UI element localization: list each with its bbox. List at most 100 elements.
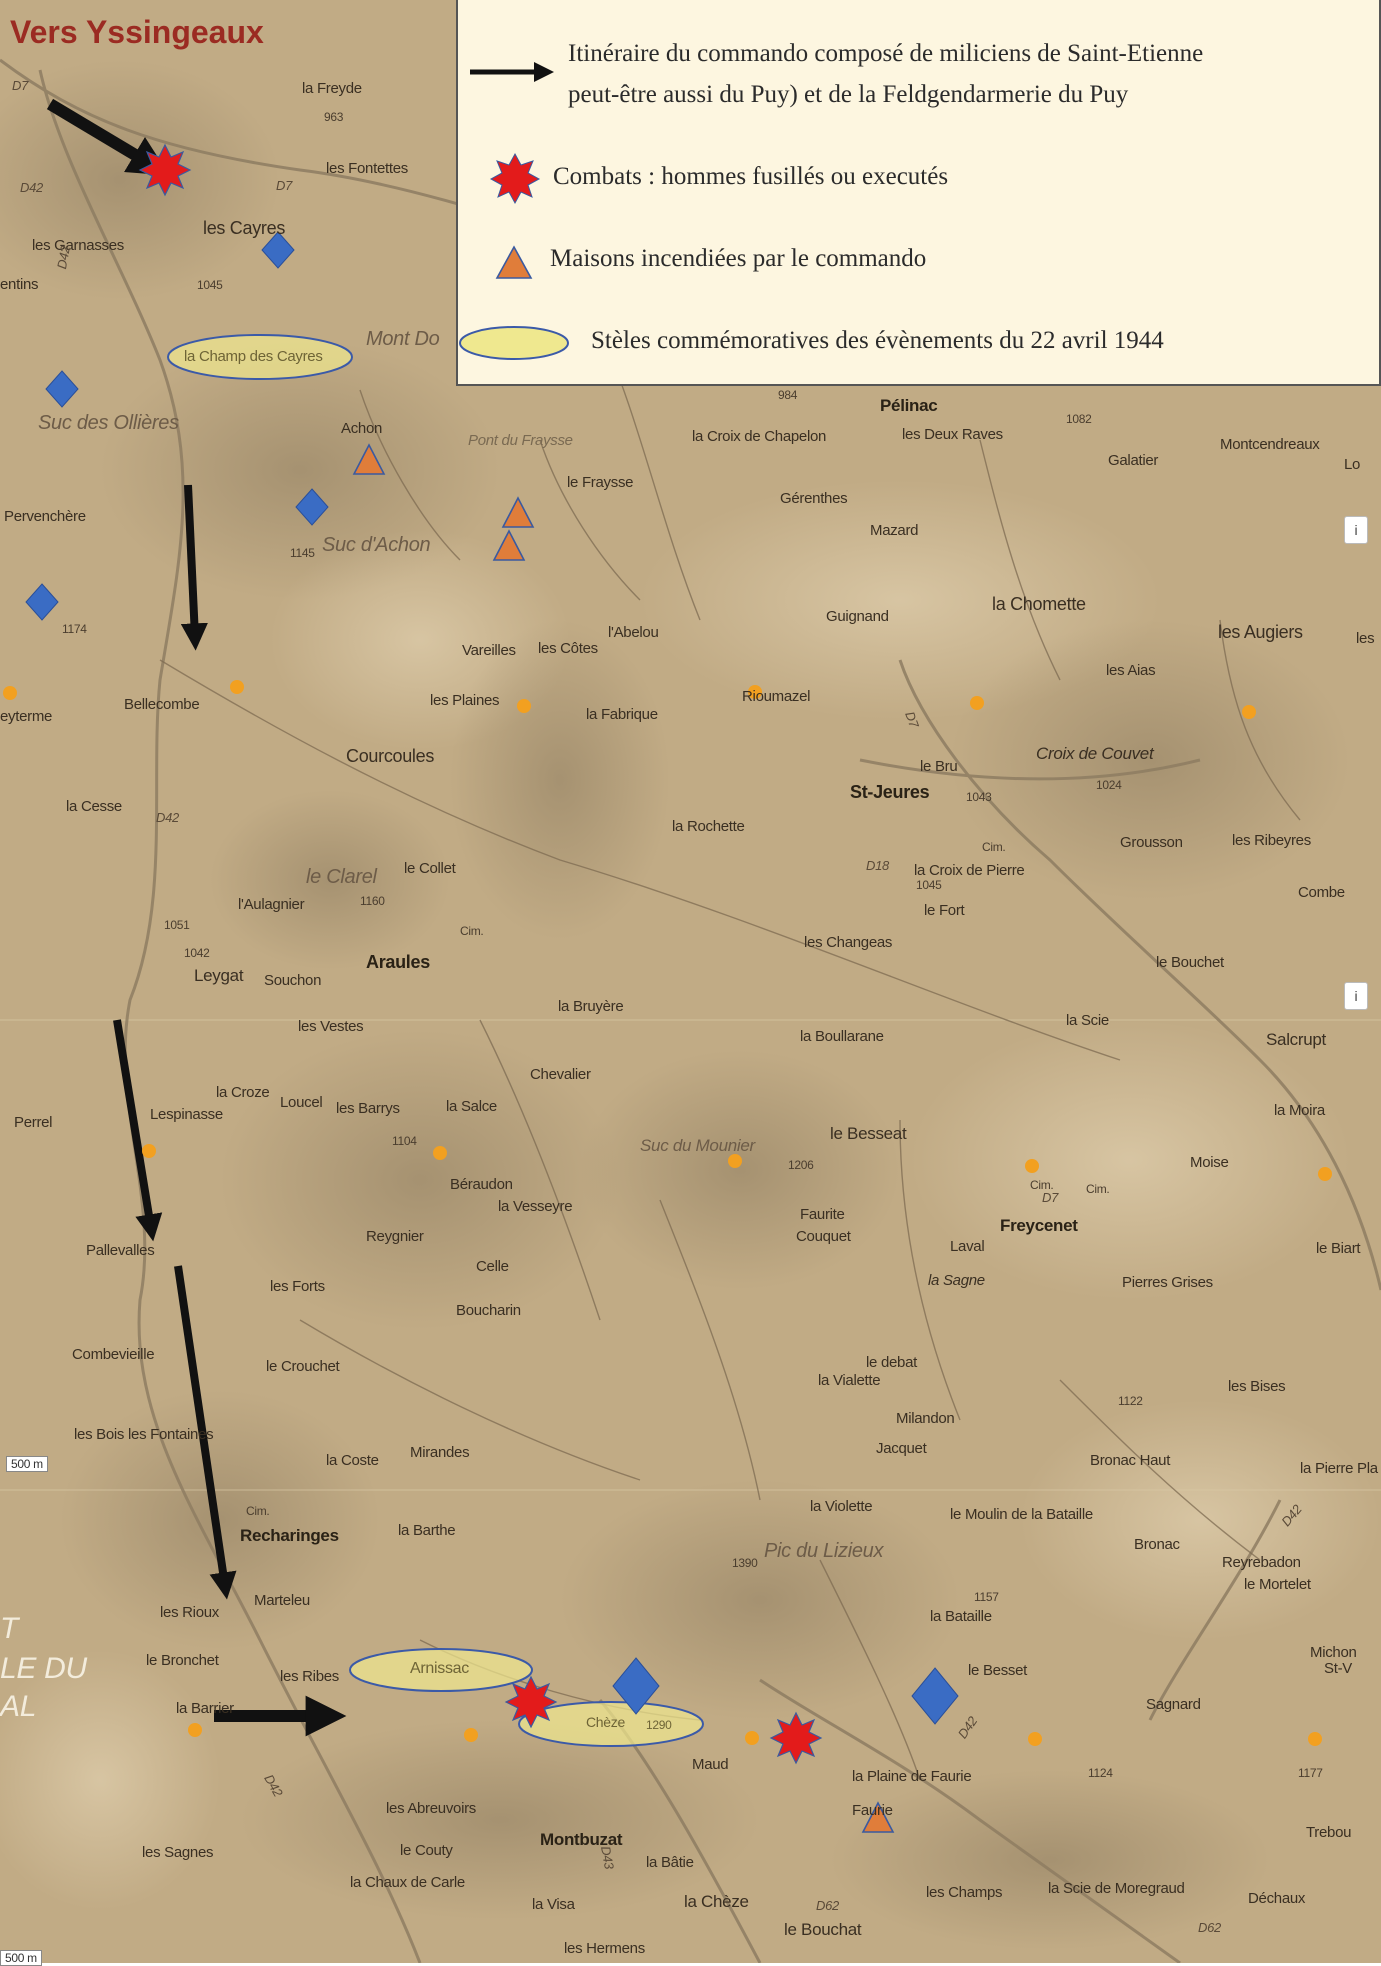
place-label: Lo xyxy=(1344,456,1361,473)
place-label: Recharinges xyxy=(240,1526,339,1545)
burned-house-triangle[interactable] xyxy=(492,529,526,561)
place-label: la Visa xyxy=(532,1896,575,1913)
place-label: Araules xyxy=(366,952,430,972)
place-label: Courcoules xyxy=(346,746,435,766)
place-label: la Moira xyxy=(1274,1102,1325,1119)
place-label: Souchon xyxy=(264,972,322,989)
place-label: le Bronchet xyxy=(146,1652,219,1669)
place-label: les Sagnes xyxy=(142,1844,214,1861)
terrain-shading xyxy=(0,60,1380,1950)
legend-steles-text: Stèles commémoratives des évènements du … xyxy=(591,327,1164,354)
blue-diamond[interactable] xyxy=(261,231,295,269)
stele-arnissac[interactable] xyxy=(349,1648,533,1692)
blue-diamond[interactable] xyxy=(911,1667,959,1725)
place-label: l'Abelou xyxy=(608,624,659,641)
place-label: la Bruyère xyxy=(558,998,624,1015)
burned-house-triangle[interactable] xyxy=(352,443,386,475)
place-label: Perrel xyxy=(14,1114,53,1131)
orange-dot xyxy=(142,1144,156,1158)
info-button[interactable]: i xyxy=(1344,982,1368,1010)
place-label: Boucharin xyxy=(456,1302,521,1319)
route-arrow-3 xyxy=(113,1019,163,1242)
place-label: les Plaines xyxy=(430,692,500,709)
place-label: Salcrupt xyxy=(1266,1030,1326,1049)
place-label: l'Aulagnier xyxy=(238,896,305,913)
elevation-label: 1024 xyxy=(1096,778,1122,792)
elevation-label: 1122 xyxy=(1118,1394,1143,1408)
elevation-label: 1045 xyxy=(916,878,942,892)
place-label: la Sagne xyxy=(928,1272,985,1289)
fight-star[interactable] xyxy=(504,1675,558,1729)
place-label: Reygnier xyxy=(366,1228,424,1245)
stele-champ-des-cayres[interactable] xyxy=(167,334,353,380)
place-label: Béraudon xyxy=(450,1176,513,1193)
legend-box: Itinéraire du commando composé de milici… xyxy=(456,0,1381,386)
place-label: les Rioux xyxy=(160,1604,219,1621)
route-arrow-2 xyxy=(180,484,208,651)
place-label: le Fort xyxy=(924,902,965,919)
place-label: le debat xyxy=(866,1354,917,1371)
place-label: Lespinasse xyxy=(150,1106,223,1123)
place-label: Jacquet xyxy=(876,1440,927,1457)
fight-star[interactable] xyxy=(138,143,192,197)
orange-dot xyxy=(728,1154,742,1168)
place-label: la Boullarane xyxy=(800,1028,884,1045)
blue-diamond[interactable] xyxy=(295,488,329,526)
elevation-label: 1042 xyxy=(184,946,210,960)
legend-route-text-1: Itinéraire du commando composé de milici… xyxy=(568,40,1204,67)
stele-label: Arnissac xyxy=(410,1660,469,1677)
place-label: la Cesse xyxy=(66,798,122,815)
elevation-label: 1043 xyxy=(966,790,992,804)
place-label: les Ribes xyxy=(280,1668,339,1685)
region-label: T xyxy=(0,1612,19,1645)
place-label: Couquet xyxy=(796,1228,851,1245)
fight-star[interactable] xyxy=(769,1711,823,1765)
route-arrow-1 xyxy=(46,98,170,176)
place-label: la Barthe xyxy=(398,1522,456,1539)
place-label: les Côtes xyxy=(538,640,598,657)
place-label: le Mortelet xyxy=(1244,1576,1311,1593)
place-label: le Clarel xyxy=(306,866,377,888)
road-label: D7 xyxy=(276,178,293,193)
place-label: Combe xyxy=(1298,884,1345,901)
tile-seams xyxy=(0,1019,1381,1491)
place-label: Moise xyxy=(1190,1154,1229,1171)
place-label: Montcendreaux xyxy=(1220,436,1320,453)
blue-diamond[interactable] xyxy=(45,370,79,408)
place-label: Grousson xyxy=(1120,834,1183,851)
place-label: Bellecombe xyxy=(124,696,200,713)
place-label: Suc d'Achon xyxy=(322,534,431,556)
place-label: Loucel xyxy=(280,1094,323,1111)
place-label: les Bois les Fontaines xyxy=(74,1426,214,1443)
place-label: Mirandes xyxy=(410,1444,470,1461)
orange-dot xyxy=(188,1723,202,1737)
orange-dot xyxy=(748,685,762,699)
blue-diamond[interactable] xyxy=(25,583,59,621)
place-label: Michon xyxy=(1310,1644,1357,1661)
orange-dot xyxy=(433,1146,447,1160)
place-label: la Chomette xyxy=(992,594,1086,614)
place-label: les Forts xyxy=(270,1278,325,1295)
orange-dots xyxy=(3,680,1332,1746)
stele-cheze[interactable] xyxy=(518,1701,704,1747)
elevation-label: 1206 xyxy=(788,1158,814,1172)
place-label: St-V xyxy=(1324,1660,1352,1677)
orange-dot xyxy=(1308,1732,1322,1746)
region-label: LE DU xyxy=(0,1652,87,1685)
info-button[interactable]: i xyxy=(1344,516,1368,544)
place-label: Freycenet xyxy=(1000,1216,1078,1235)
place-label: les Abreuvoirs xyxy=(386,1800,477,1817)
place-label: la Vesseyre xyxy=(498,1198,573,1215)
place-label: la Chaux de Carle xyxy=(350,1874,465,1891)
burned-house-triangle[interactable] xyxy=(861,1801,895,1833)
road-label: D42 xyxy=(156,810,179,825)
blue-diamond[interactable] xyxy=(612,1657,660,1715)
stele-label: Chèze xyxy=(586,1714,625,1730)
fight-stars xyxy=(138,143,823,1765)
road-label: D42 xyxy=(20,180,43,195)
place-label: Trebou xyxy=(1306,1824,1352,1841)
elevation-label: 1104 xyxy=(392,1134,417,1148)
place-label: Suc du Mounier xyxy=(640,1136,755,1155)
burned-house-triangle[interactable] xyxy=(501,496,535,528)
scale-bar: 500 m xyxy=(6,1456,48,1472)
